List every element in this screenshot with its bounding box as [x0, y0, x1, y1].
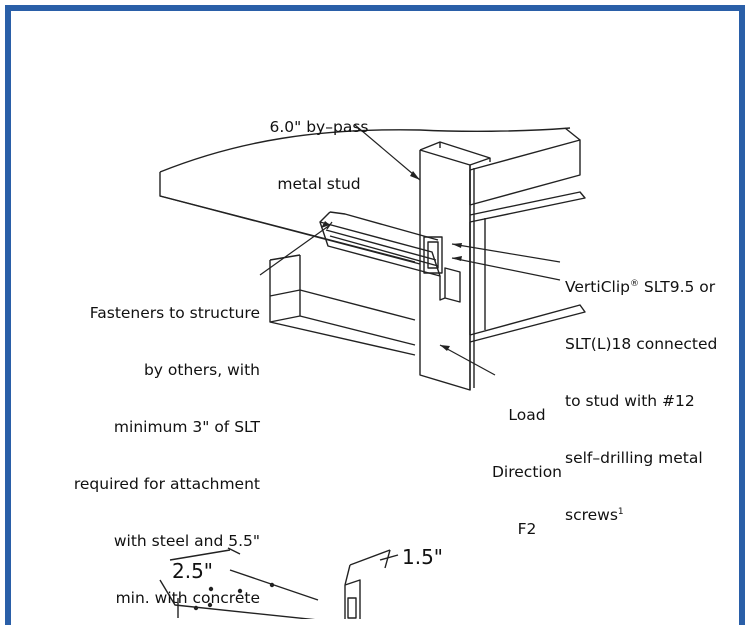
- slab-top: [159, 127, 581, 265]
- arrowheads: [321, 171, 462, 351]
- verticlip-label-line: VertiClip® SLT9.5 or: [565, 278, 716, 296]
- verticlip-label-line: SLT(L)18 connected: [565, 335, 718, 353]
- fasteners-label-line: min. with concrete: [115, 589, 260, 607]
- load-label-line: F2: [517, 520, 537, 538]
- detail-views: [159, 547, 399, 619]
- fasteners-label-line: by others, with: [143, 361, 260, 379]
- leaders[interactable]: [259, 124, 561, 376]
- fasteners-label: Fasteners to structure by others, with m…: [40, 266, 260, 627]
- verticlip-label-line: self–drilling metal: [565, 449, 703, 467]
- slt-clip: [319, 211, 461, 303]
- verticlip-label-line: to stud with #12: [565, 392, 695, 410]
- stud-label-line: metal stud: [277, 175, 361, 193]
- fasteners-label-line: minimum 3" of SLT: [113, 418, 260, 436]
- stud-label-line: 6.0" by–pass: [269, 118, 369, 136]
- dimension-1-5: 1.5": [402, 545, 444, 569]
- metal-stud: [419, 141, 491, 391]
- figure-frame: [5, 5, 745, 625]
- fasteners-label-line: Fasteners to structure: [89, 304, 260, 322]
- fasteners-label-line: with steel and 5.5": [113, 532, 260, 550]
- load-label-line: Direction: [491, 463, 563, 481]
- load-label-line: Load: [508, 406, 546, 424]
- verticlip-label: VertiClip® SLT9.5 or SLT(L)18 connected …: [565, 240, 741, 544]
- load-direction-label: Load Direction F2: [482, 368, 572, 558]
- verticlip-label-line: screws1: [565, 506, 624, 524]
- stud-label: 6.0" by–pass metal stud: [244, 80, 394, 213]
- dimension-2-5: 2.5": [172, 559, 214, 583]
- fasteners-label-line: required for attachment: [73, 475, 260, 493]
- detail-holes: [193, 582, 275, 611]
